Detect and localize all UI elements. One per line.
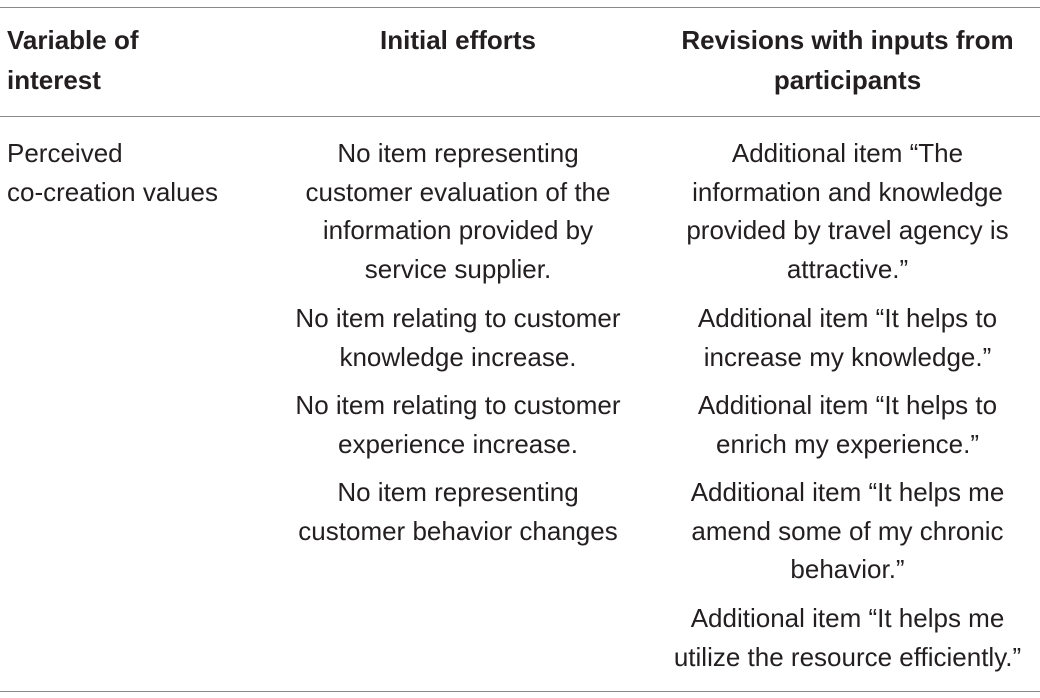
initial-effort-4: No item representing customer behavior c…: [298, 477, 618, 546]
table-top-rule: [0, 7, 1040, 8]
header-variable-of-interest: Variable of interest: [7, 25, 139, 95]
variable-cell: Perceived co-creation values: [7, 138, 218, 207]
header-revisions: Revisions with inputs from participants: [681, 25, 1014, 95]
revision-3: Additional item “It helps to enrich my e…: [697, 390, 998, 459]
revision-2: Additional item “It helps to increase my…: [697, 303, 998, 372]
revision-5: Additional item “It helps me utilize the…: [673, 603, 1022, 672]
initial-effort-3: No item relating to customer experience …: [295, 390, 621, 459]
initial-effort-1: No item representing customer evaluation…: [305, 138, 611, 284]
revision-1: Additional item “The information and kno…: [686, 138, 1009, 284]
header-initial-efforts: Initial efforts: [379, 25, 536, 55]
table-bottom-rule: [0, 691, 1040, 692]
table-header-rule: [0, 116, 1040, 117]
revision-4: Additional item “It helps me amend some …: [690, 477, 1005, 584]
initial-effort-2: No item relating to customer knowledge i…: [295, 303, 621, 372]
